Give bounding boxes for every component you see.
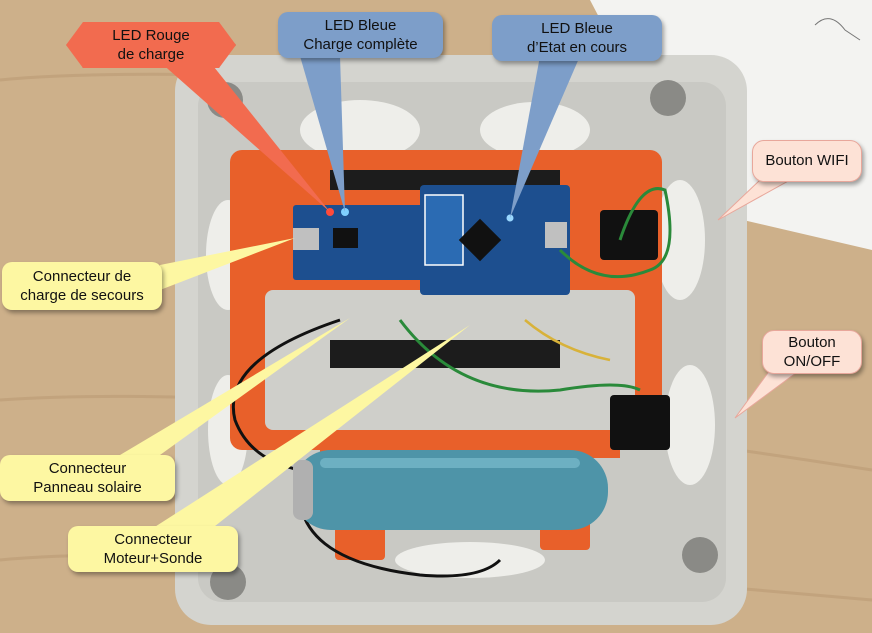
battery-icon — [293, 450, 608, 530]
callout-onoff-button: Bouton ON/OFF — [762, 330, 862, 374]
wire-green-white-onoff — [398, 319, 641, 393]
esp-usb-port — [545, 222, 567, 248]
callout-led-blue-state: LED Bleue d’Etat en cours — [492, 15, 662, 61]
esp-chip — [458, 218, 502, 262]
wire-green-white-wifi — [558, 187, 672, 279]
pointer-backup-charge — [160, 238, 295, 290]
callout-solar-panel: Connecteur Panneau solaire — [0, 455, 175, 501]
pointer-motor-probe — [150, 325, 470, 530]
callout-motor-probe: Connecteur Moteur+Sonde — [68, 526, 238, 572]
pointer-led-blue-state — [510, 56, 580, 218]
onoff-switch — [610, 395, 670, 450]
battery-cap — [293, 460, 313, 520]
gland-bottom — [395, 542, 545, 578]
paper-sketch — [814, 18, 861, 41]
screw-hole-tr — [650, 80, 686, 116]
orange-clip-left — [335, 525, 385, 560]
screw-hole-bl — [210, 564, 246, 600]
gland-right-bottom — [665, 365, 715, 485]
charge-chip — [333, 228, 358, 248]
wire-yellow — [524, 319, 611, 362]
callout-wifi-button: Bouton WIFI — [752, 140, 862, 182]
push-button-icon — [600, 210, 658, 260]
callout-led-red: LED Rouge de charge — [66, 22, 236, 68]
battery-shine — [320, 458, 580, 468]
pointer-led-red — [160, 62, 330, 212]
pointer-led-blue-full — [300, 56, 345, 212]
pointer-solar-panel — [120, 318, 350, 455]
screw-hole-br — [682, 537, 718, 573]
usb-port-icon — [293, 228, 319, 250]
callout-backup-charge: Connecteur de charge de secours — [2, 262, 162, 310]
callout-led-blue-full: LED Bleue Charge complète — [278, 12, 443, 58]
wifi-antenna-icon — [424, 194, 464, 266]
gland-right-top — [655, 180, 705, 300]
